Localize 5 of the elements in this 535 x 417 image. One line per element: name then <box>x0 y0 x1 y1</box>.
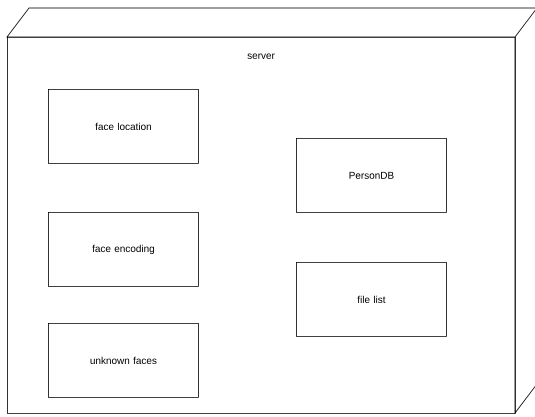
component-box: unknown faces <box>48 323 199 398</box>
component-box: file list <box>296 262 447 337</box>
component-box: face encoding <box>48 212 199 287</box>
component-box: PersonDB <box>296 138 447 213</box>
component-box: face location <box>48 89 199 164</box>
